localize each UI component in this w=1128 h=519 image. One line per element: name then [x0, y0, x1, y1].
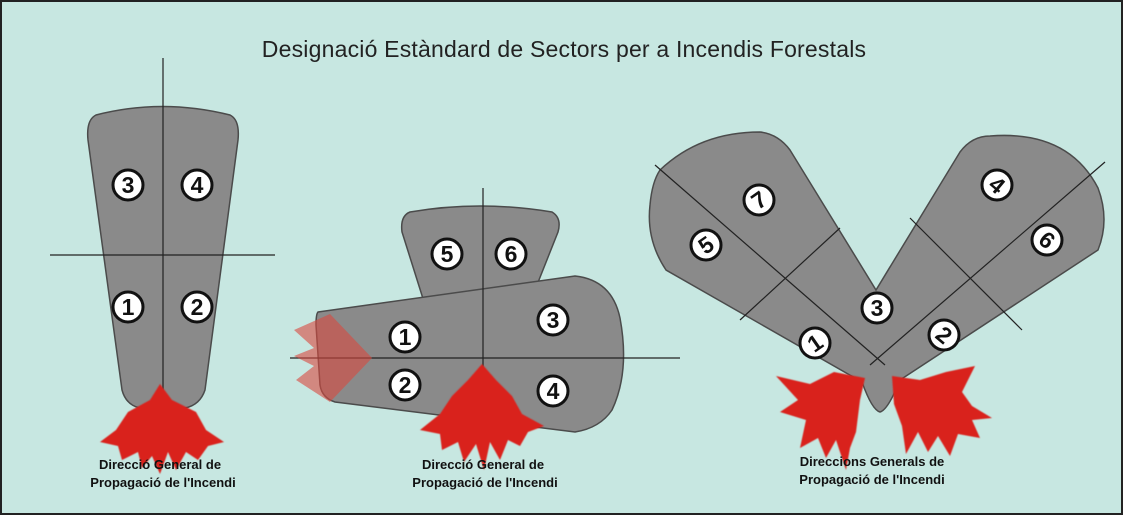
sector-badge-2-c: 1: [388, 320, 422, 354]
sector-badge-2-b: 6: [494, 237, 528, 271]
svg-text:2: 2: [191, 294, 204, 320]
sector-badge-2-a: 5: [430, 237, 464, 271]
sector-badge-3-d: 6: [1030, 223, 1064, 257]
sector-badge-3-e: 3: [860, 291, 894, 325]
sector-badge-3-g: 2: [927, 318, 961, 352]
caption-1-line-2: Propagació de l'Incendi: [90, 475, 235, 490]
diagram-title: Designació Estàndard de Sectors per a In…: [261, 36, 867, 62]
caption-2-line-1: Direcció General de: [422, 457, 544, 472]
svg-text:3: 3: [547, 307, 560, 333]
axis-line-3-c: [869, 161, 1106, 366]
fire-shape-3: [648, 131, 1105, 413]
diagram-1: 3 4 1 2 Direcció General de Propagació d…: [50, 58, 275, 490]
sector-badge-2-e: 2: [388, 368, 422, 402]
sector-badge-1-c: 1: [111, 290, 145, 324]
svg-text:6: 6: [505, 241, 518, 267]
svg-text:2: 2: [399, 372, 412, 398]
sector-badge-3-a: 7: [742, 183, 776, 217]
sector-badge-2-f: 4: [536, 374, 570, 408]
sector-badge-1-d: 2: [180, 290, 214, 324]
svg-text:3: 3: [871, 295, 884, 321]
svg-text:1: 1: [399, 324, 412, 350]
wind-arrow-icon-2: [294, 314, 372, 402]
sector-badge-2-d: 3: [536, 303, 570, 337]
secondary-fire-shape-2: [400, 205, 560, 306]
diagram-2: 5 6 1 3 2 4 Direcció Ge: [290, 188, 680, 490]
caption-3-line-2: Propagació de l'Incendi: [799, 472, 944, 487]
diagram-3: 7 5 4 6 3 1 2: [648, 131, 1106, 487]
fire-origin-icon-3-right: [892, 366, 992, 456]
fire-origin-icon-2: [420, 364, 544, 470]
axis-line-3-d: [909, 217, 1023, 331]
svg-text:1: 1: [122, 294, 135, 320]
sector-badge-1-b: 4: [180, 168, 214, 202]
axis-line-3-b: [739, 227, 841, 321]
fire-origin-icon-3-left: [776, 372, 865, 470]
caption-3-line-1: Direccions Generals de: [800, 454, 945, 469]
svg-text:5: 5: [441, 241, 454, 267]
sector-badge-1-a: 3: [111, 168, 145, 202]
sector-badge-3-b: 5: [689, 228, 723, 262]
axis-line-3-a: [654, 164, 886, 366]
fire-origin-icon-1: [100, 384, 224, 474]
caption-1-line-1: Direcció General de: [99, 457, 221, 472]
caption-2-line-2: Propagació de l'Incendi: [412, 475, 557, 490]
svg-text:4: 4: [191, 172, 204, 198]
svg-text:3: 3: [122, 172, 135, 198]
sector-badge-3-c: 4: [980, 168, 1014, 202]
svg-text:4: 4: [547, 378, 560, 404]
sector-badge-3-f: 1: [798, 326, 832, 360]
